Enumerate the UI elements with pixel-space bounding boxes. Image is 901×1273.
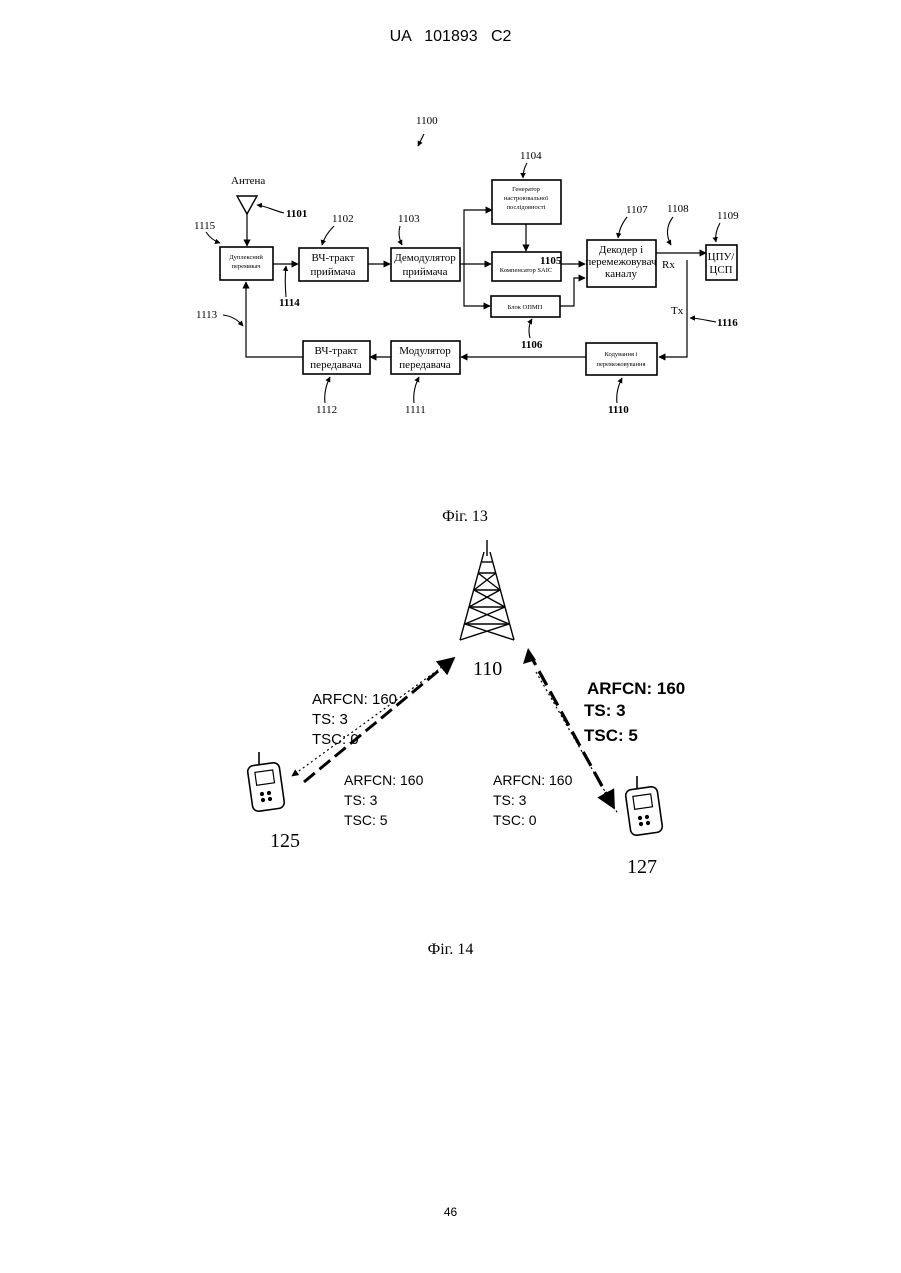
fig14-network-diagram: 110 125 127	[247, 540, 685, 878]
duplex-line-2: перемикач	[231, 263, 261, 270]
duplex-line-1: Дуплексний	[229, 254, 263, 261]
mobile-phone-left-icon	[247, 752, 285, 812]
label-right-upper: ARFCN: 160 TS: 3 TSC: 5	[584, 679, 685, 745]
label-right-upper-line-2: TS: 3	[584, 701, 626, 720]
ref-1113: 1113	[196, 309, 218, 321]
label-right-upper-line-3: TSC: 5	[584, 726, 638, 745]
fig13-block-diagram: 1100 Антена 1101 1115 Дуплексний перемик…	[194, 115, 739, 416]
tx-label: Tx	[671, 305, 684, 317]
ref-1114: 1114	[279, 297, 300, 309]
rx-label: Rx	[662, 259, 675, 271]
label-left-lower-line-2: TS: 3	[344, 792, 378, 808]
antenna-icon	[237, 196, 257, 214]
decoder-line-1: Декодер і	[599, 244, 643, 256]
label-right-upper-line-1: ARFCN: 160	[587, 679, 685, 698]
saic-label: Компенсатор SAIC	[500, 267, 552, 274]
cpu-line-1: ЦПУ/	[708, 251, 736, 263]
ref-1108: 1108	[667, 203, 689, 215]
opmp-label: Блок ОПМП	[508, 304, 543, 311]
ref-1116: 1116	[717, 317, 738, 329]
rf-tx-line-2: передавача	[310, 359, 362, 371]
label-left-lower-line-3: TSC: 5	[344, 812, 388, 828]
label-left-upper-line-3: TSC: 0	[312, 731, 359, 748]
decoder-line-3: каналу	[605, 268, 637, 280]
coding-interleaving-block	[586, 343, 657, 375]
ref-1105: 1105	[540, 255, 562, 267]
fig14-caption: Фіг. 14	[0, 941, 901, 959]
base-station-tower-icon	[460, 540, 514, 640]
ref-1107: 1107	[626, 204, 648, 216]
fig13-caption: Фіг. 13	[0, 508, 901, 526]
ref-1103: 1103	[398, 213, 420, 225]
cpu-line-2: ЦСП	[709, 264, 732, 276]
coding-line-1: Кодування і	[605, 351, 638, 358]
label-right-lower: ARFCN: 160 TS: 3 TSC: 0	[493, 772, 573, 828]
label-left-upper: ARFCN: 160 TS: 3 TSC: 0	[312, 691, 397, 748]
gen-line-2: настроювальної	[504, 195, 548, 202]
label-right-lower-line-3: TSC: 0	[493, 812, 537, 828]
decoder-line-2: перемежовувач	[585, 256, 657, 268]
ref-1106: 1106	[521, 339, 543, 351]
mod-line-2: передавача	[399, 359, 451, 371]
mobile-phone-right-icon	[625, 776, 663, 836]
mod-line-1: Модулятор	[399, 345, 451, 357]
tower-ref-110: 110	[473, 658, 502, 680]
phone-left-ref-125: 125	[270, 830, 300, 852]
ref-1111: 1111	[405, 404, 426, 416]
label-right-lower-line-2: TS: 3	[493, 792, 527, 808]
label-left-lower: ARFCN: 160 TS: 3 TSC: 5	[344, 772, 424, 828]
label-right-lower-line-1: ARFCN: 160	[493, 772, 573, 788]
demod-line-2: приймача	[403, 266, 448, 278]
phone-right-ref-127: 127	[627, 856, 657, 878]
demod-line-1: Демодулятор	[394, 252, 456, 264]
coding-line-2: перемежовування	[597, 361, 646, 368]
gen-line-1: Генератор	[512, 186, 540, 193]
ref-1102: 1102	[332, 213, 354, 225]
gen-line-3: послідовності	[507, 204, 546, 211]
ref-1104: 1104	[520, 150, 542, 162]
rf-rx-line-1: ВЧ-тракт	[312, 252, 355, 264]
ref-1110: 1110	[608, 404, 629, 416]
label-left-lower-line-1: ARFCN: 160	[344, 772, 424, 788]
antenna-label: Антена	[231, 175, 265, 187]
ref-1101: 1101	[286, 208, 307, 220]
rf-tx-line-1: ВЧ-тракт	[315, 345, 358, 357]
ref-1112: 1112	[316, 404, 337, 416]
rf-rx-line-2: приймача	[311, 266, 356, 278]
ref-1109: 1109	[717, 210, 739, 222]
ref-1100: 1100	[416, 115, 438, 127]
label-left-upper-line-1: ARFCN: 160	[312, 691, 397, 708]
ref-1115: 1115	[194, 220, 216, 232]
label-left-upper-line-2: TS: 3	[312, 711, 348, 728]
